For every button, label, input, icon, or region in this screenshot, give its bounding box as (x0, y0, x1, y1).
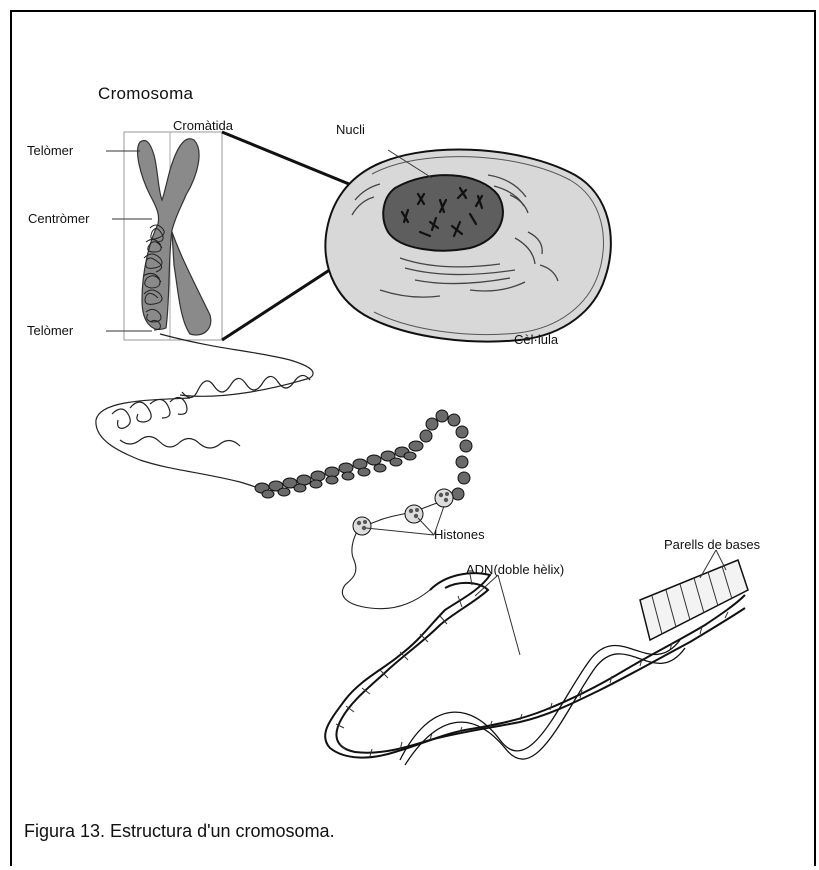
chromosome-shape (138, 139, 211, 335)
cell-shape (325, 150, 610, 342)
label-telomer-top: Telòmer (27, 143, 73, 158)
nucleosomes (342, 489, 453, 609)
label-cellula: Cèl·lula (514, 332, 558, 347)
diagram-title: Cromosoma (98, 84, 193, 104)
label-histones: Histones (434, 527, 485, 542)
dna-helix (325, 550, 748, 765)
label-nucli: Nucli (336, 122, 365, 137)
label-cromatida: Cromàtida (173, 118, 233, 133)
label-centromer: Centròmer (28, 211, 89, 226)
nucleus-shape (383, 175, 503, 250)
label-parells-bases: Parells de bases (664, 537, 760, 552)
figure-caption: Figura 13. Estructura d'un cromosoma. (24, 821, 335, 842)
chromatin-fiber (96, 334, 313, 490)
label-adn: ADN(doble hèlix) (466, 562, 564, 577)
label-telomer-bottom: Telòmer (27, 323, 73, 338)
